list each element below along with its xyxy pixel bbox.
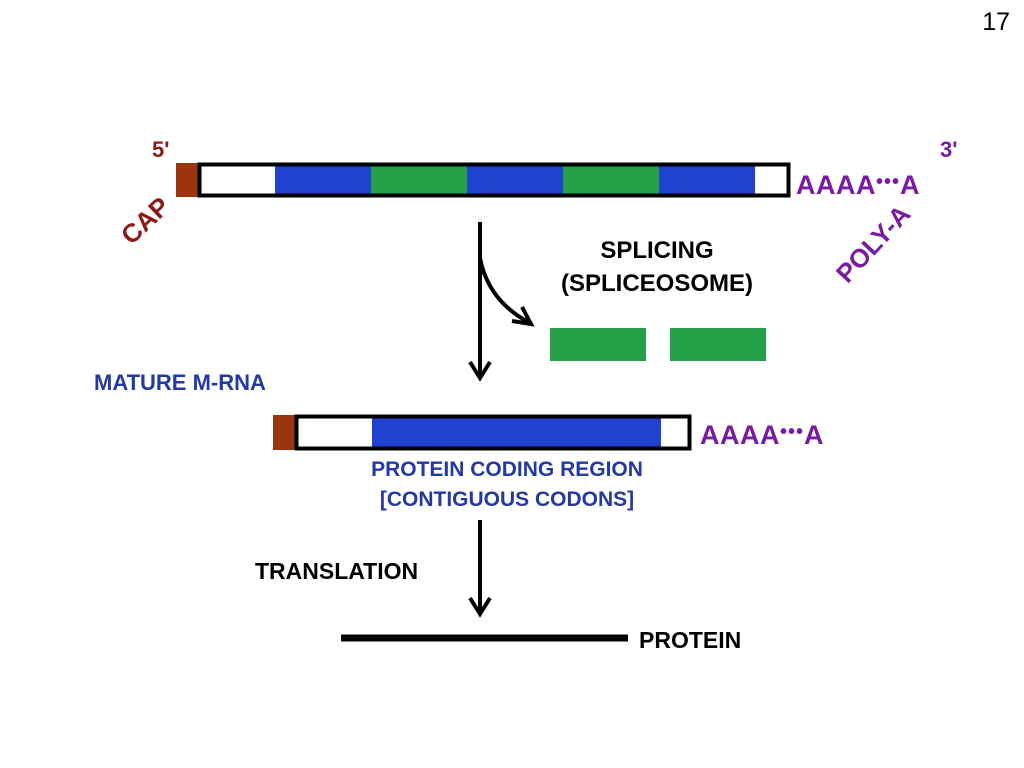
pre-mrna-strand [176, 162, 791, 198]
pre-mrna-5utr [200, 165, 275, 195]
mature-mrna-coding-region [372, 417, 661, 448]
page-number: 17 [982, 8, 1010, 36]
coding-region-label: PROTEIN CODING REGION [CONTIGUOUS CODONS… [322, 455, 692, 515]
pre-mrna-outline [197, 162, 791, 198]
splicing-label-line1: SPLICING [600, 237, 714, 264]
pre-mrna-cap [176, 163, 198, 197]
mature-mrna-strand [273, 414, 692, 451]
splicing-label: SPLICING (SPLICEOSOME) [532, 234, 782, 300]
pre-mrna-exon-2 [467, 165, 563, 195]
pre-mrna-poly-a-sequence: AAAA•••A [796, 170, 921, 200]
five-prime-label: 5' [152, 137, 170, 162]
splicing-arrow [468, 222, 492, 382]
mature-mrna-5utr [297, 417, 372, 448]
splicing-label-line2: (SPLICEOSOME) [560, 270, 753, 297]
coding-region-line2: [CONTIGUOUS CODONS] [379, 488, 635, 511]
mature-mrna-outline [294, 414, 692, 451]
mature-mrna-3utr [661, 417, 690, 448]
removed-intron-1 [550, 328, 646, 361]
protein-label: PROTEIN [639, 627, 742, 653]
pre-mrna-3utr [755, 165, 787, 195]
mature-mrna-cap [273, 415, 295, 450]
coding-region-line1: PROTEIN CODING REGION [371, 458, 643, 481]
mature-mrna-poly-a-sequence: AAAA•••A [700, 420, 825, 450]
mature-mrna-title: MATURE M-RNA [94, 370, 266, 395]
removed-intron-2 [670, 328, 766, 361]
translation-label: TRANSLATION [255, 558, 419, 584]
three-prime-label: 3' [940, 137, 958, 162]
pre-mrna-intron-2 [563, 165, 659, 195]
pre-mrna-exon-1 [275, 165, 371, 195]
intron-removal-arrow [478, 257, 535, 327]
pre-mrna-exon-3 [659, 165, 755, 195]
pre-mrna-intron-1 [371, 165, 467, 195]
translation-arrow [468, 520, 492, 618]
